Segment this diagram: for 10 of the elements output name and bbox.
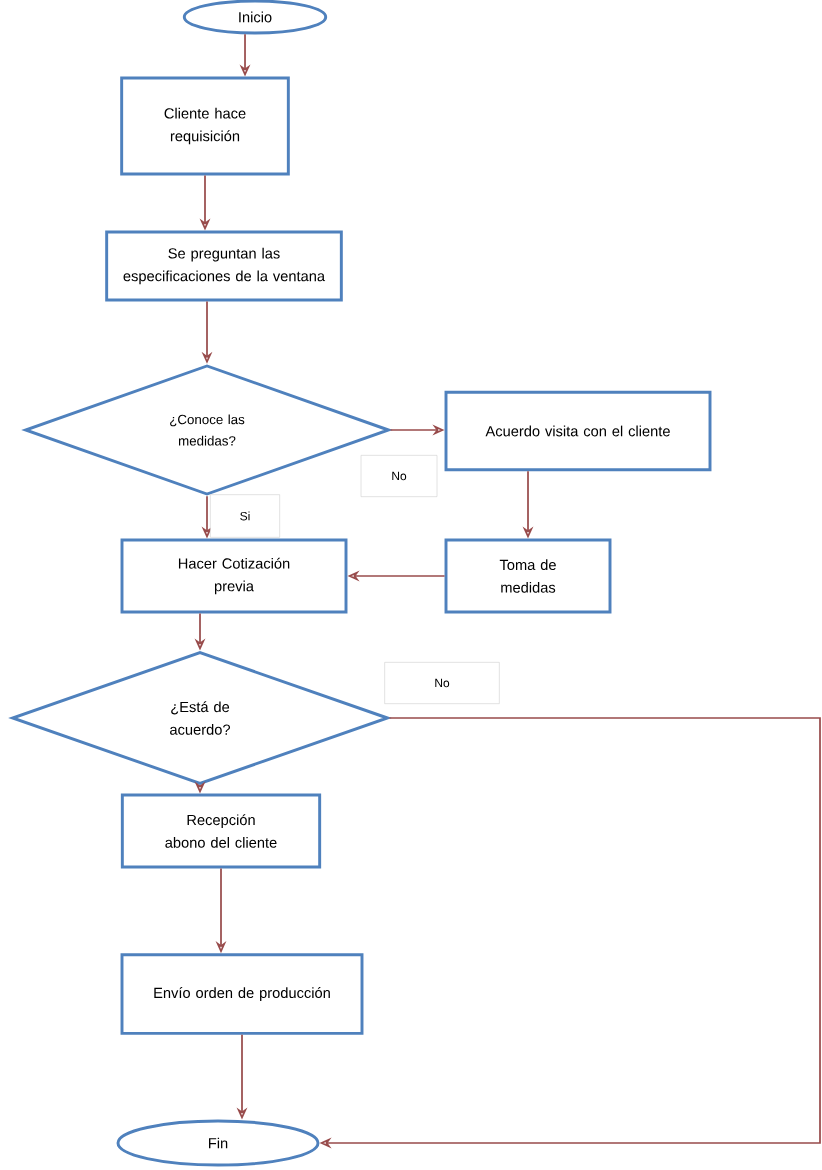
terminal-oval: Fin <box>116 1119 320 1167</box>
process-box: Acuerdo visita con el cliente <box>444 390 712 472</box>
process-box: Toma de medidas <box>444 538 612 614</box>
process-box: Cliente hace requisición <box>120 76 290 176</box>
process-box: Se preguntan las especificaciones de la ventana <box>105 230 343 302</box>
edge-label: No <box>384 662 500 704</box>
process-box: Envío orden de producción <box>120 953 364 1035</box>
edge-label: Si <box>210 494 280 538</box>
edge-label: No <box>360 455 438 497</box>
process-box: Recepción abono del cliente <box>120 793 322 869</box>
